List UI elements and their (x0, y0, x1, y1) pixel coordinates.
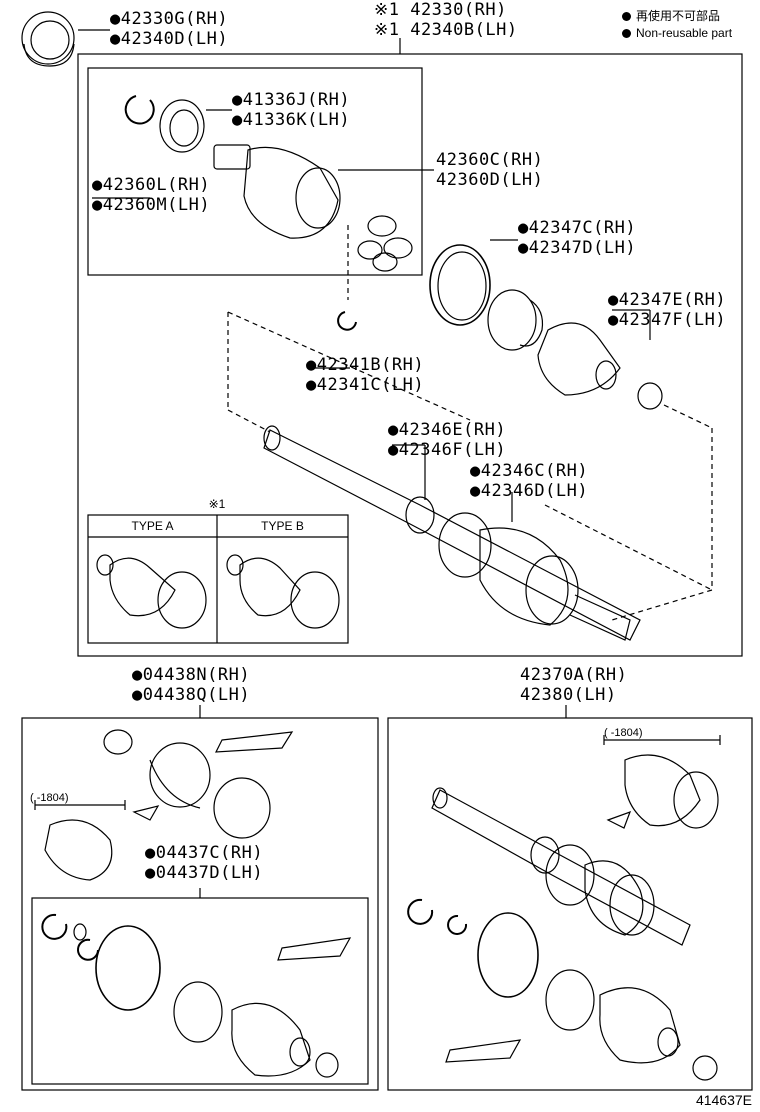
part-label-04438q[interactable]: ●04438Q(LH) (132, 685, 251, 705)
part-label-42346f[interactable]: ●42346F(LH) (388, 440, 507, 460)
part-label-42347c[interactable]: ●42347C(RH) (518, 218, 637, 238)
part-label-42360c[interactable]: 42360C(RH) (436, 150, 544, 170)
bullet-icon (622, 12, 631, 21)
part-label-42346e[interactable]: ●42346E(RH) (388, 420, 507, 440)
assy-drive-shaft (431, 787, 691, 946)
outer-boot (537, 322, 621, 396)
part-label-42341c[interactable]: ●42341C(LH) (306, 375, 425, 395)
part-label-42340b[interactable]: ※1 42340B(LH) (374, 20, 518, 40)
part-label-42330[interactable]: ※1 42330(RH) (374, 0, 507, 20)
outer-race-part (21, 11, 75, 67)
date-range-right: ( -1804) (604, 727, 643, 739)
assy-old-joint (624, 754, 719, 829)
part-label-42360m[interactable]: ●42360M(LH) (92, 195, 211, 215)
tripod (357, 215, 413, 272)
shaft-assy-frame (387, 717, 753, 1091)
boot-kit-inner-frame (31, 897, 369, 1085)
part-label-04438n[interactable]: ●04438N(RH) (132, 665, 251, 685)
part-label-42360l[interactable]: ●42360L(RH) (92, 175, 211, 195)
part-label-04437c[interactable]: ●04437C(RH) (145, 843, 264, 863)
part-label-41336k[interactable]: ●41336K(LH) (232, 110, 351, 130)
part-label-42360d[interactable]: 42360D(LH) (436, 170, 544, 190)
part-label-42340d[interactable]: ●42340D(LH) (110, 29, 229, 49)
inner-boot (487, 289, 544, 351)
main-frame (77, 53, 743, 657)
part-label-42346d[interactable]: ●42346D(LH) (470, 481, 589, 501)
legend: 再使用不可部品 Non-reusable part (622, 8, 732, 42)
legend-japanese: 再使用不可部品 (636, 9, 721, 23)
date-range-left: ( -1804) (30, 792, 69, 804)
part-label-04437d[interactable]: ●04437D(LH) (145, 863, 264, 883)
part-label-42330g[interactable]: ●42330G(RH) (110, 9, 229, 29)
type-a-header: TYPE A (131, 519, 174, 533)
assy-boot (599, 987, 681, 1064)
part-label-42341b[interactable]: ●42341B(RH) (306, 355, 425, 375)
inner-joint-frame (87, 67, 423, 276)
type-table-note: ※1 (208, 497, 226, 511)
type-b-joint (226, 554, 340, 629)
part-label-42380[interactable]: 42380(LH) (520, 685, 617, 705)
figure-code: 414637E (695, 1092, 752, 1108)
drive-shaft (263, 425, 641, 641)
part-label-42347f[interactable]: ●42347F(LH) (608, 310, 727, 330)
old-boot-part (44, 819, 113, 881)
boot-kit-boot (231, 1002, 311, 1077)
part-label-42370a[interactable]: 42370A(RH) (520, 665, 628, 685)
inner-joint-housing (213, 144, 341, 239)
boot-kit-frame (21, 717, 379, 1091)
type-a-joint (96, 554, 207, 629)
part-label-42346c[interactable]: ●42346C(RH) (470, 461, 589, 481)
part-label-41336j[interactable]: ●41336J(RH) (232, 90, 351, 110)
outer-joint-part (149, 742, 211, 809)
bullet-icon (622, 29, 631, 38)
type-b-header: TYPE B (261, 519, 304, 533)
part-label-42347d[interactable]: ●42347D(LH) (518, 238, 637, 258)
part-label-42347e[interactable]: ●42347E(RH) (608, 290, 727, 310)
type-table-frame (87, 514, 349, 644)
legend-english: Non-reusable part (636, 26, 733, 40)
